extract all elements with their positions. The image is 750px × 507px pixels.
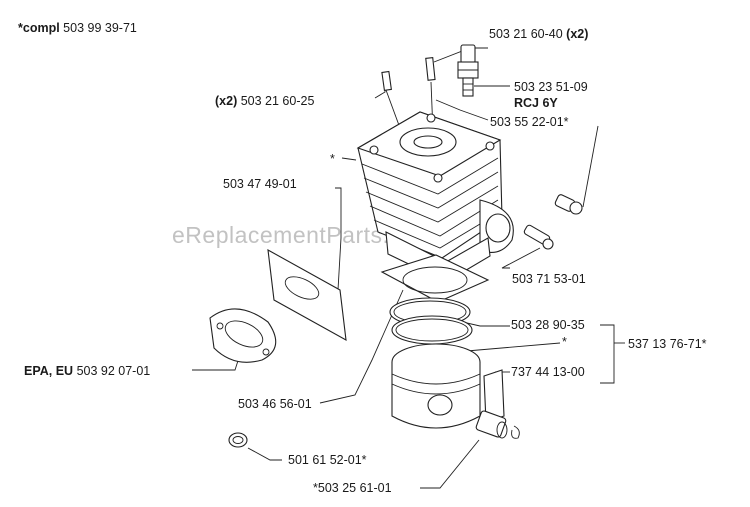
- piston-pin-label: 737 44 13-00: [511, 365, 585, 379]
- heat-shield: [267, 248, 347, 342]
- cylinder-star: *: [330, 152, 335, 166]
- muffler-gasket-label: EPA, EU 503 92 07-01: [24, 364, 151, 378]
- piston-pin: [483, 369, 505, 423]
- valve-body: [523, 224, 554, 250]
- spark-plug-label: 503 23 51-09: [514, 80, 588, 94]
- decomp-valve-label: 503 55 22-01*: [490, 115, 569, 129]
- compl-label: *compl 503 99 39-71: [18, 21, 137, 35]
- piston-star: *: [562, 335, 567, 349]
- spark-plug: [457, 44, 479, 97]
- bolt-short-label: (x2) 503 21 60-25: [215, 94, 315, 108]
- spark-plug-type: RCJ 6Y: [514, 96, 558, 110]
- decompression-valve: [554, 194, 583, 215]
- cylinder-base-gasket: [380, 254, 490, 303]
- needle-bearing: [475, 410, 508, 439]
- cylinder-bolts: [381, 57, 436, 133]
- plug-cap-label: 501 61 52-01*: [288, 453, 367, 467]
- piston-rings-label: 503 28 90-35: [511, 318, 585, 332]
- piston: [391, 343, 481, 429]
- heat-shield-label: 503 47 49-01: [223, 177, 297, 191]
- retaining-clip: [511, 425, 520, 439]
- muffler-gasket: [209, 308, 277, 363]
- piston-kit-label: 537 13 76-71*: [628, 337, 707, 351]
- plug-cap: [228, 432, 248, 448]
- bolt-long-label: 503 21 60-40 (x2): [489, 27, 589, 41]
- piston-rings: [389, 297, 473, 345]
- base-gasket-label: 503 46 56-01: [238, 397, 312, 411]
- valve-body-label: 503 71 53-01: [512, 272, 586, 286]
- needle-bearing-label: *503 25 61-01: [313, 481, 392, 495]
